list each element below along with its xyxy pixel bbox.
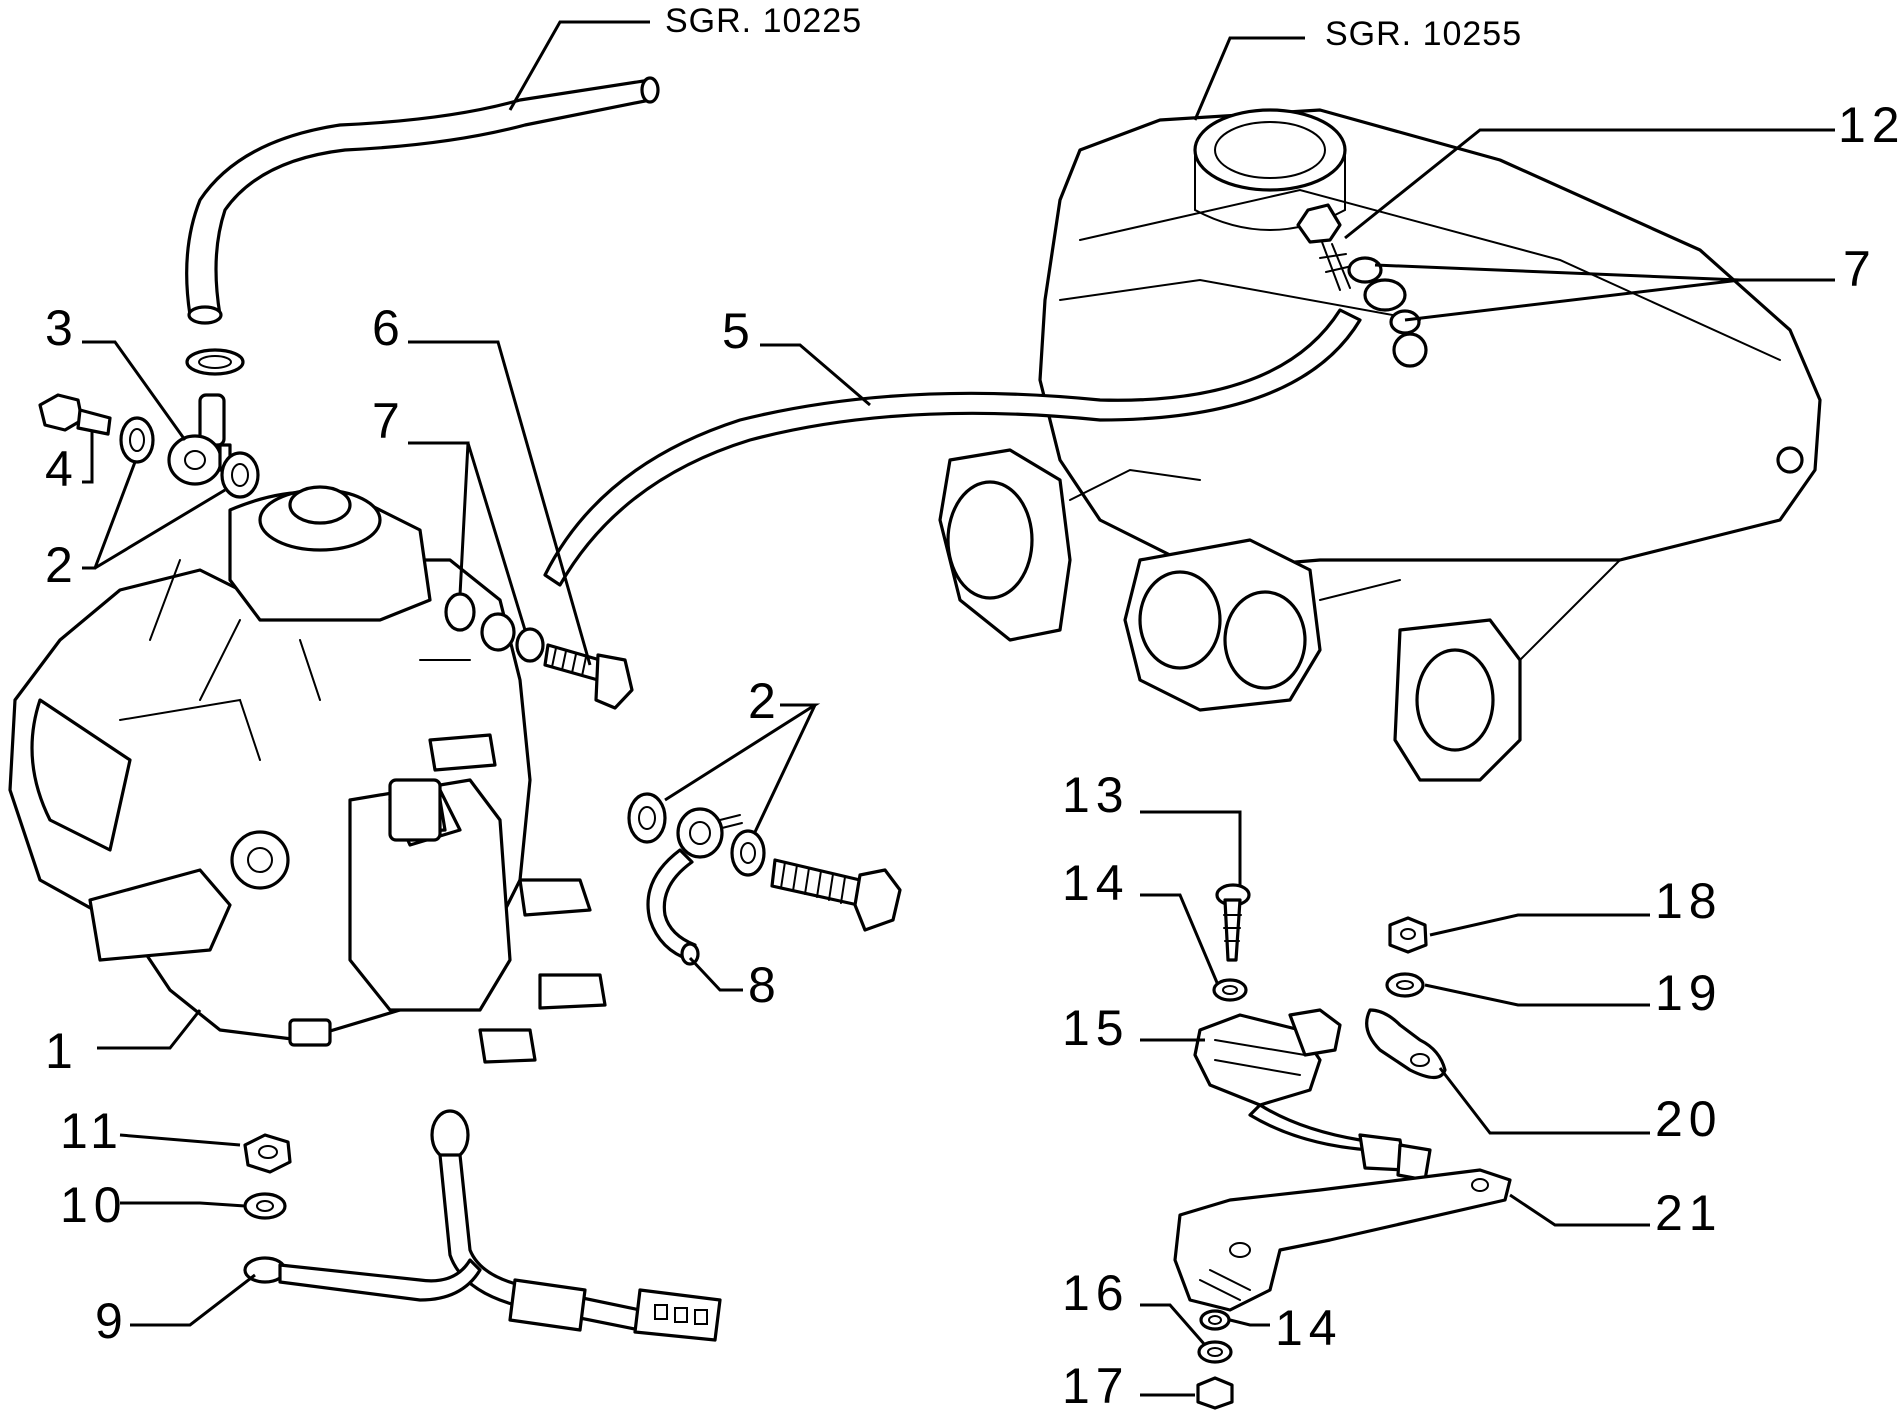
washer-19: [1385, 972, 1425, 998]
lever-20: [1365, 1008, 1447, 1080]
nut-18: [1388, 916, 1428, 954]
pipe-5: [543, 308, 1362, 587]
callout-1: 1: [45, 1023, 79, 1079]
callout-17: 17: [1062, 1358, 1130, 1410]
callout-7-upper: 7: [1843, 241, 1877, 297]
intake-manifold: [938, 108, 1822, 782]
potentiometer-15: [1193, 1008, 1432, 1182]
banjo-bolt-4: [38, 393, 112, 436]
callout-14-upper: 14: [1062, 855, 1130, 911]
callout-15: 15: [1062, 1000, 1130, 1056]
bolt-12: [1296, 203, 1353, 291]
washer-16: [1197, 1340, 1233, 1364]
ref-label-sgr-10225: SGR. 10225: [665, 2, 862, 40]
screw-13: [1215, 883, 1251, 962]
injection-pump: [8, 485, 607, 1064]
washers-2-upper: [119, 416, 260, 499]
washer-10: [243, 1192, 287, 1220]
callout-4: 4: [45, 441, 79, 497]
callout-2-upper: 2: [45, 537, 79, 593]
callout-14-lower: 14: [1275, 1300, 1343, 1356]
callout-8: 8: [748, 957, 782, 1013]
washers-7-middle: [444, 592, 545, 663]
hose-clamp: [185, 348, 245, 376]
callout-13: 13: [1062, 767, 1130, 823]
labels: SGR. 10225 SGR. 10255 1 2 2 3 4 5 6 7 7 …: [45, 2, 1899, 1414]
washer-14-lower: [1199, 1309, 1231, 1331]
banjo-fitting-3: [167, 393, 232, 486]
callout-16: 16: [1062, 1265, 1130, 1321]
washers-7-upper: [1347, 256, 1421, 335]
nut-17: [1196, 1376, 1234, 1410]
callout-7-middle: 7: [372, 393, 406, 449]
washer-14-upper: [1212, 978, 1248, 1002]
ref-label-sgr-10255: SGR. 10255: [1325, 15, 1522, 53]
bracket-21: [1173, 1168, 1512, 1312]
hose-10225: [185, 76, 660, 325]
pipe-8: [627, 792, 766, 966]
callout-20: 20: [1655, 1091, 1723, 1147]
callout-6: 6: [372, 300, 406, 356]
callout-19: 19: [1655, 965, 1723, 1021]
banjo-bolt-6: [543, 643, 634, 710]
callout-2-right: 2: [748, 673, 782, 729]
callout-21: 21: [1655, 1185, 1723, 1241]
callout-9: 9: [95, 1293, 129, 1349]
callout-11: 11: [60, 1103, 124, 1159]
nut-11: [243, 1133, 292, 1174]
callout-10: 10: [60, 1177, 128, 1233]
wire-harness-9: [243, 1109, 722, 1342]
leader-lines: [82, 20, 1835, 1397]
bolt-banjo-large: [770, 858, 902, 932]
callout-5: 5: [722, 303, 756, 359]
callout-3: 3: [45, 300, 79, 356]
callout-18: 18: [1655, 873, 1723, 929]
callout-12: 12: [1838, 97, 1899, 153]
